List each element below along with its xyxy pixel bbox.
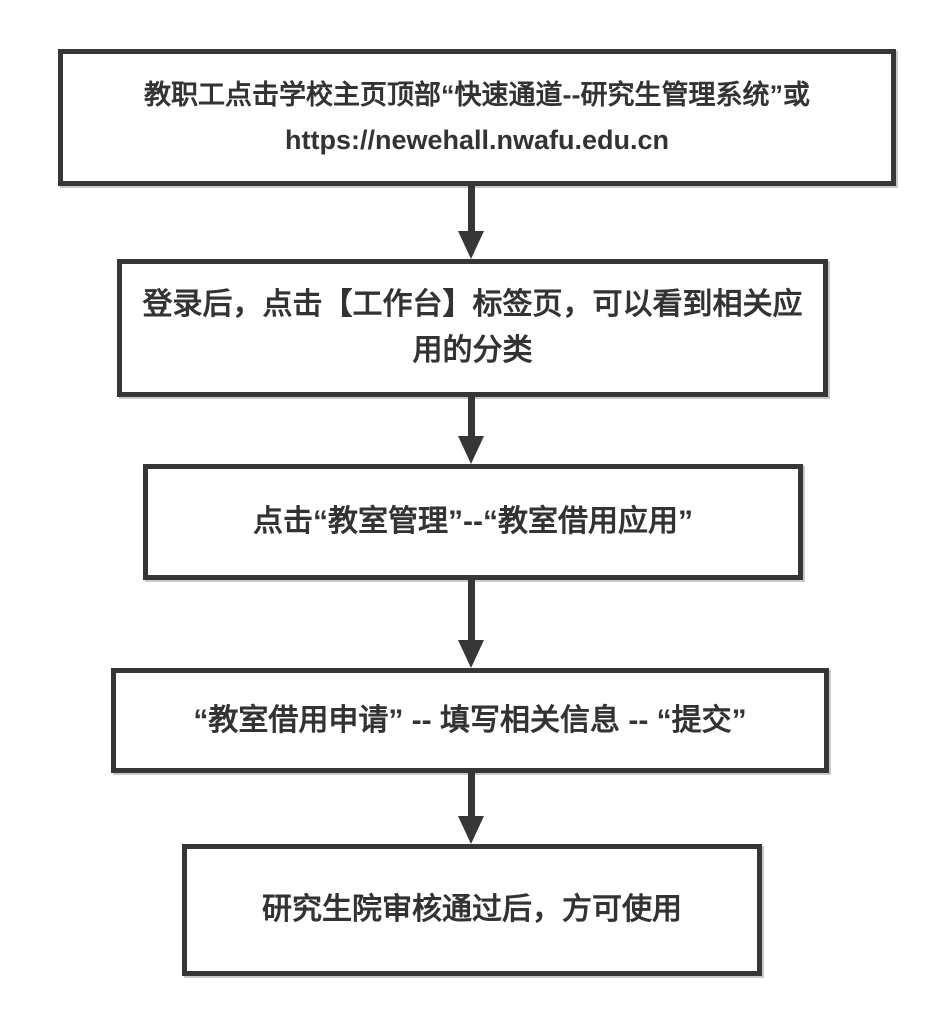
arrow-down-icon [458,640,484,668]
arrow-down-icon [458,816,484,844]
arrow-down-icon [458,436,484,464]
flow-step-1-url-text: https://newehall.nwafu.edu.cn [284,124,670,155]
flow-step-4-text: “教室借用申请” -- 填写相关信息 -- “提交” [193,703,747,737]
arrow-shaft [467,186,475,231]
flow-step-3-box: 点击“教室管理”--“教室借用应用” [143,464,803,580]
arrow-down-icon [458,231,484,259]
flow-step-2-box: 登录后，点击【工作台】标签页，可以看到相关应用的分类 [117,259,828,397]
flow-step-5-box: 研究生院审核通过后，方可使用 [182,844,762,976]
flow-step-1-text: 教职工点击学校主页顶部“快速通道--研究生管理系统”或 [144,79,810,110]
flow-arrow-4 [458,773,484,844]
arrow-shaft [467,580,475,640]
flow-step-4-box: “教室借用申请” -- 填写相关信息 -- “提交” [111,668,829,773]
arrow-shaft [467,397,475,436]
flow-arrow-2 [458,397,484,464]
arrow-shaft [467,773,475,816]
flow-step-1-box: 教职工点击学校主页顶部“快速通道--研究生管理系统”或 https://newe… [58,49,896,186]
flow-step-5-text: 研究生院审核通过后，方可使用 [262,893,682,926]
flow-arrow-3 [458,580,484,668]
flow-step-3-text: 点击“教室管理”--“教室借用应用” [253,505,693,538]
flow-step-2-text: 登录后，点击【工作台】标签页，可以看到相关应用的分类 [142,288,803,367]
flow-arrow-1 [458,186,484,259]
